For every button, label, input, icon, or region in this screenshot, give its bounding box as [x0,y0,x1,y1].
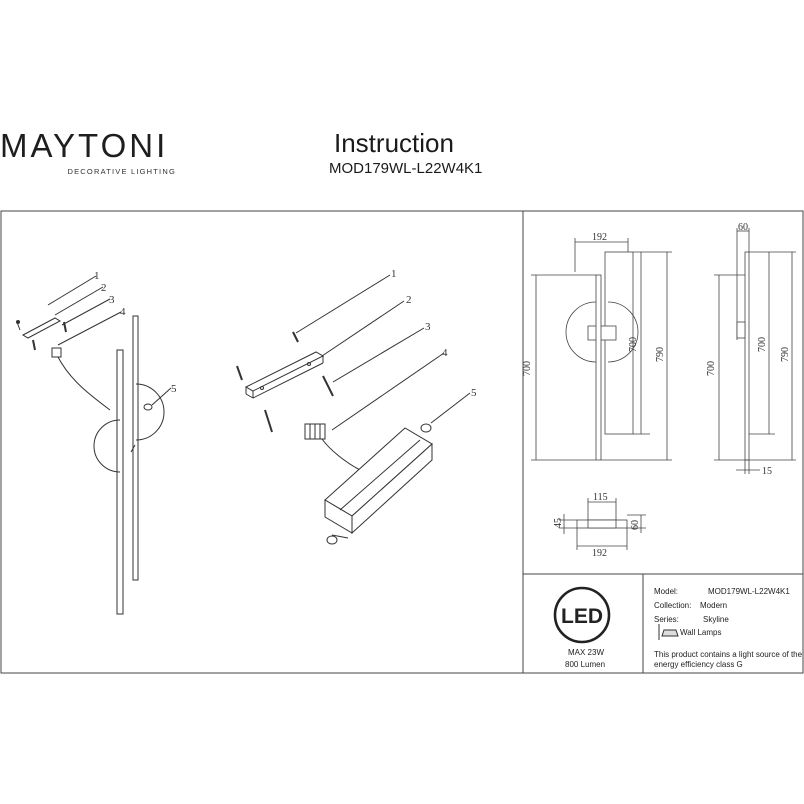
front-view-labels: 192 700 700 790 [522,232,666,376]
spec-model-value: MOD179WL-L22W4K1 [708,587,790,596]
callout-right-3: 3 [425,321,431,333]
assembly-left [16,275,172,615]
spec-series-value: Skyline [703,615,729,624]
dim-side-bar: 15 [762,466,772,477]
assembly-left-callouts: 1 2 3 4 5 [94,270,177,395]
dim-side-depth: 60 [738,222,748,233]
dim-top-plate-height: 45 [553,518,564,528]
dim-side-total-height: 790 [780,347,791,362]
brand-logo: MAYTONI DECORATIVE LIGHTING [0,127,182,177]
spec-type-value: Wall Lamps [680,628,722,637]
spec-energy-line2: energy efficiency class G [654,660,743,669]
front-view [531,238,672,461]
callout-right-2: 2 [406,294,412,306]
dim-front-total-height: 790 [655,347,666,362]
callout-left-1: 1 [94,270,100,282]
spec-collection-value: Modern [700,601,728,610]
led-badge: LED [553,586,611,644]
dim-top-depth: 60 [630,520,641,530]
brand-name: MAYTONI [0,127,169,164]
callout-right-5: 5 [471,387,477,399]
spec-model-label: Model: [654,587,679,596]
callout-left-2: 2 [101,282,107,294]
callout-right-4: 4 [442,347,448,359]
top-view-labels: 115 45 60 192 [553,492,641,559]
dim-front-shade-height: 700 [628,337,639,352]
assembly-right [236,274,471,545]
dim-top-width: 192 [592,548,607,559]
spec-max-power: MAX 23W [568,648,605,657]
wall-lamp-icon [658,624,679,640]
assembly-right-callouts: 1 2 3 4 5 [391,268,477,399]
callout-left-5: 5 [171,383,177,395]
model-code: MOD179WL-L22W4K1 [329,160,483,177]
side-view [714,228,796,474]
dim-top-plate-width: 115 [593,492,608,503]
page-title: Instruction [334,128,454,158]
led-badge-ring [553,586,611,644]
spec-lumen: 800 Lumen [565,660,606,669]
top-view [559,498,646,550]
led-badge-text: LED [561,605,603,628]
callout-left-4: 4 [120,306,126,318]
dim-front-inner-height: 700 [522,361,533,376]
dim-side-shade-height: 700 [757,337,768,352]
outer-frame [0,210,804,674]
callout-right-1: 1 [391,268,397,280]
spec-energy-line1: This product contains a light source of … [654,650,803,659]
side-view-labels: 60 700 700 790 15 [706,222,791,477]
dim-front-width: 192 [592,232,607,243]
dim-side-inner-height: 700 [706,361,717,376]
callout-left-3: 3 [109,294,115,306]
spec-collection-label: Collection: [654,601,692,610]
brand-tagline: DECORATIVE LIGHTING [67,167,176,176]
spec-series-label: Series: [654,615,679,624]
